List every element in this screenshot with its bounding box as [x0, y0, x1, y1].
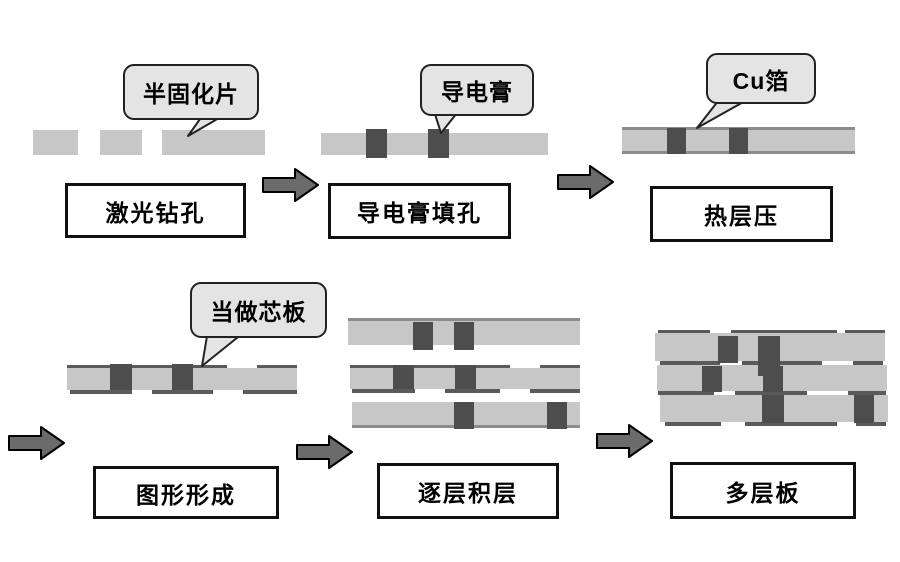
step-label-hot-lamination: 热层压: [650, 186, 833, 242]
arrow-step1-to-step2: [262, 168, 319, 202]
arrow-row2-entry: [8, 426, 65, 460]
arrow-step4-to-step5: [296, 435, 353, 469]
arrow-step2-to-step3: [557, 165, 614, 199]
step-label-hot-lamination-text: 热层压: [704, 203, 779, 229]
step-label-multilayer-board-text: 多层板: [725, 479, 801, 506]
step-label-paste-filling: 导电膏填孔: [328, 183, 511, 239]
callout-core-board: 当做芯板: [190, 282, 327, 338]
callout-conductive-paste: 导电膏: [420, 64, 534, 116]
callout-prepreg-text: 半固化片: [143, 81, 239, 107]
callout-prepreg: 半固化片: [123, 64, 259, 120]
callout-core-board-text: 当做芯板: [210, 299, 307, 325]
callout-conductive-paste-text: 导电膏: [441, 79, 513, 105]
step-label-pattern-formation: 图形形成: [93, 466, 279, 519]
step-label-laser-drilling: 激光钻孔: [65, 183, 246, 238]
step-label-layer-buildup: 逐层积层: [377, 463, 559, 519]
step-label-layer-buildup-text: 逐层积层: [418, 480, 518, 506]
step-label-multilayer-board: 多层板: [670, 462, 856, 519]
callout-cu-foil: Cu箔: [706, 53, 816, 104]
arrow-step5-to-step6: [596, 424, 653, 458]
step-label-laser-drilling-text: 激光钻孔: [105, 199, 206, 226]
callout-cu-foil-text: Cu箔: [732, 67, 790, 94]
step-label-paste-filling-text: 导电膏填孔: [357, 200, 482, 226]
step-label-pattern-formation-text: 图形形成: [136, 481, 236, 508]
